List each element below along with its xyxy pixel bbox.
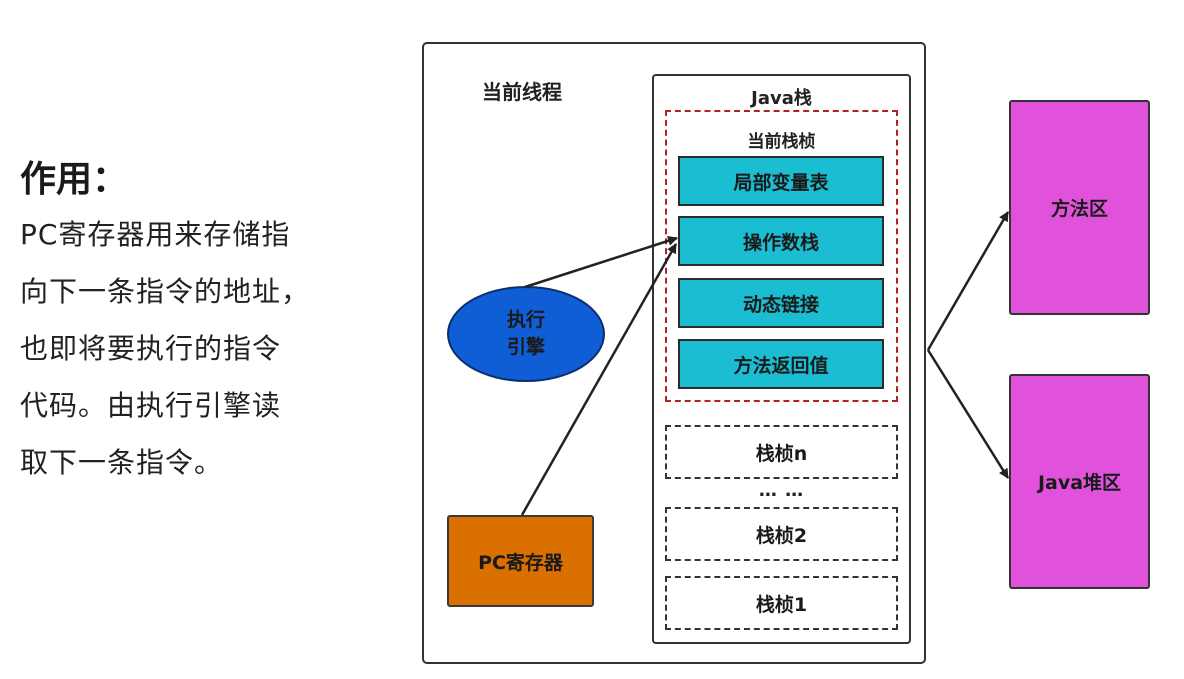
description-line: 代码。由执行引擎读 — [20, 389, 282, 422]
current-thread-label: 当前线程 — [482, 80, 562, 104]
description-line: PC寄存器用来存储指 — [20, 218, 291, 251]
return-address: 方法返回值 — [678, 339, 884, 389]
method-area: 方法区 — [1009, 100, 1150, 315]
java-stack-label: Java栈 — [751, 88, 812, 109]
frames-ellipsis: … … — [758, 480, 805, 501]
stack-to-heap-arrow — [926, 349, 1010, 479]
execution-engine: 执行 引擎 — [447, 286, 605, 382]
pc-register: PC寄存器 — [447, 515, 594, 607]
stack-frame-1: 栈桢1 — [665, 576, 898, 630]
description: PC寄存器用来存储指 向下一条指令的地址， 也即将要执行的指令 代码。由执行引擎… — [20, 206, 350, 491]
stack-frame-n: 栈桢n — [665, 425, 898, 479]
local-variable-table: 局部变量表 — [678, 156, 884, 206]
engine-label-line: 执行 — [506, 309, 545, 331]
engine-label-line: 引擎 — [506, 336, 545, 358]
operand-stack: 操作数栈 — [678, 216, 884, 266]
current-thread-box — [422, 42, 926, 664]
description-line: 取下一条指令。 — [20, 446, 224, 479]
dynamic-linking: 动态链接 — [678, 278, 884, 328]
stack-frame-2: 栈桢2 — [665, 507, 898, 561]
section-heading: 作用： — [20, 159, 129, 200]
stack-to-method-area-arrow — [926, 211, 1010, 351]
java-heap: Java堆区 — [1009, 374, 1150, 589]
description-line: 也即将要执行的指令 — [20, 332, 282, 365]
description-line: 向下一条指令的地址， — [20, 275, 311, 308]
current-frame-label: 当前栈桢 — [747, 132, 816, 152]
